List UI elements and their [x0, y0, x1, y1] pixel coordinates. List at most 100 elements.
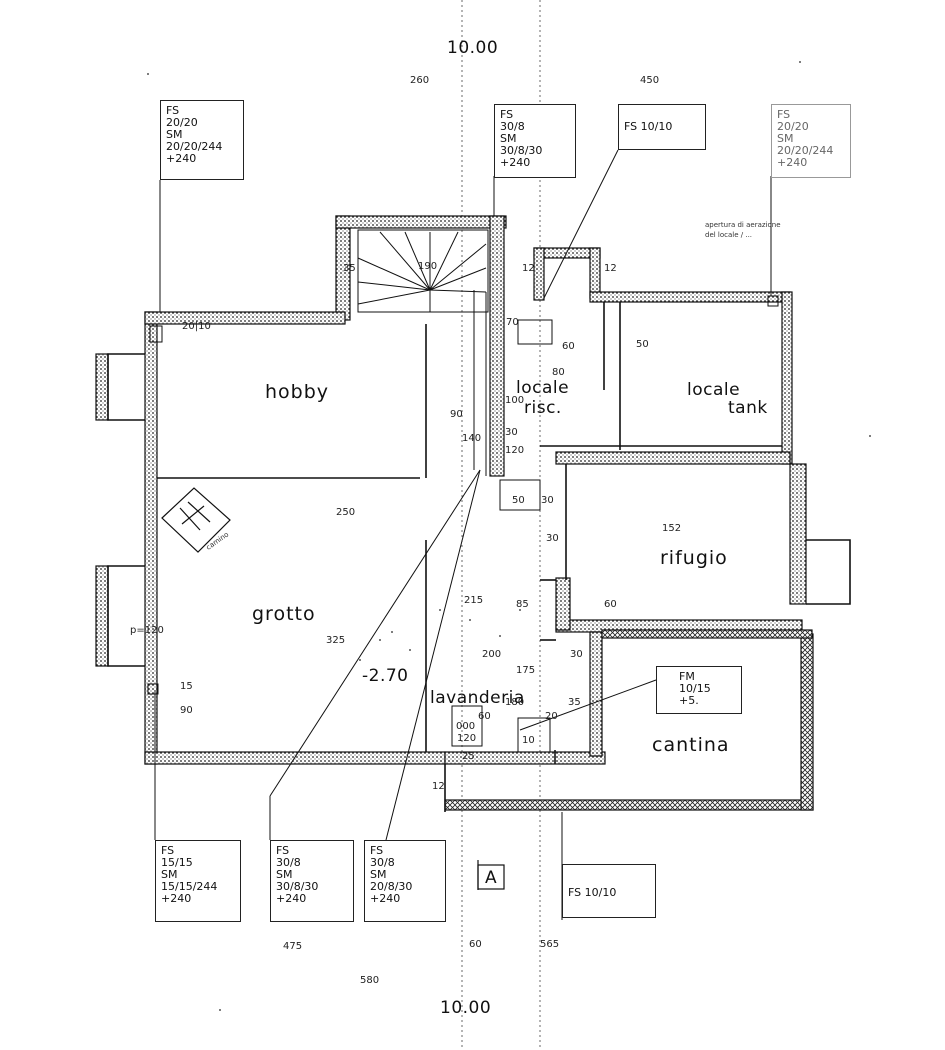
- bottom-dim-2: 60: [469, 939, 482, 950]
- note-line: 30/8/30: [276, 880, 319, 893]
- note-top-right: FS 20/20 SM 20/20/244 +240: [771, 104, 851, 178]
- note-line: FS: [500, 108, 514, 121]
- dim-label: 35: [568, 697, 581, 708]
- room-locale-risc-line2: risc.: [524, 398, 562, 418]
- top-dim-2: 450: [640, 75, 660, 86]
- dim-label: p=120: [130, 625, 164, 636]
- thin-walls: [107, 302, 851, 812]
- dim-label: 250: [336, 507, 356, 518]
- dim-label: 100: [505, 395, 525, 406]
- dim-label: 30: [541, 495, 554, 506]
- dim-label: 175: [516, 665, 536, 676]
- note-line: FS: [370, 844, 384, 857]
- note-bottom-1: FS 15/15 SM 15/15/244 +240: [155, 840, 241, 922]
- note-line: 15/15: [161, 856, 193, 869]
- dim-label: 80: [552, 367, 565, 378]
- note-line: 20/20: [777, 120, 809, 133]
- note-line: FM: [679, 670, 695, 683]
- note-line: FS: [166, 104, 180, 117]
- note-line: +240: [276, 892, 307, 905]
- outer-walls: [95, 215, 807, 765]
- camino-symbol: [161, 487, 231, 553]
- dim-label: 70: [506, 317, 519, 328]
- opening-note-line1: apertura di aerazione: [705, 221, 781, 229]
- dim-label: 90: [180, 705, 193, 716]
- dim-label: 12: [604, 263, 617, 274]
- note-bottom-fs: FS 10/10: [562, 864, 656, 918]
- note-line: SM: [166, 128, 183, 141]
- dim-label: 50: [636, 339, 649, 350]
- dim-label: 85: [516, 599, 529, 610]
- room-grotto: grotto: [252, 603, 316, 625]
- note-top-left: FS 20/20 SM 20/20/244 +240: [160, 100, 244, 180]
- bottom-dim-1: 475: [283, 941, 303, 952]
- note-line: SM: [777, 132, 794, 145]
- staircase: [357, 229, 489, 476]
- dim-label: 120: [457, 733, 477, 744]
- note-line: 30/8: [276, 856, 301, 869]
- section-marker: [477, 860, 505, 890]
- dim-label: 50: [512, 495, 525, 506]
- note-line: 10/15: [679, 682, 711, 695]
- note-line: 30/8/30: [500, 144, 543, 157]
- room-locale-risc-line1: locale: [516, 378, 570, 398]
- overall-dim-top: 10.00: [447, 38, 499, 58]
- note-line: 15/15/244: [161, 880, 218, 893]
- dim-label: 90: [450, 409, 463, 420]
- cantina-walls: [444, 629, 814, 811]
- level-label: -2.70: [362, 666, 409, 686]
- note-line: +240: [370, 892, 401, 905]
- dim-label: 200: [482, 649, 502, 660]
- note-line: FS 10/10: [624, 120, 673, 133]
- dim-label: 30: [505, 427, 518, 438]
- dim-label: 120: [505, 445, 525, 456]
- note-line: FS: [161, 844, 175, 857]
- dim-label: 215: [464, 595, 484, 606]
- room-locale-tank-line2: tank: [728, 398, 768, 418]
- room-lavanderia: lavanderia: [430, 688, 525, 708]
- top-dim-1: 260: [410, 75, 430, 86]
- dim-label: 152: [662, 523, 682, 534]
- note-line: +240: [161, 892, 192, 905]
- note-line: +5.: [679, 694, 699, 707]
- note-line: FS: [777, 108, 791, 121]
- dim-label: 180: [505, 697, 525, 708]
- note-line: SM: [500, 132, 517, 145]
- room-locale-tank-line1: locale: [687, 380, 741, 400]
- note-line: 20/20: [166, 116, 198, 129]
- dim-label: 20|10: [182, 321, 211, 332]
- room-rifugio: rifugio: [660, 547, 728, 569]
- note-bottom-3: FS 30/8 SM 20/8/30 +240: [364, 840, 446, 922]
- note-top-fs: FS 10/10: [618, 104, 706, 150]
- overall-dim-bottom: 10.00: [440, 998, 492, 1018]
- bottom-dim-4: 580: [360, 975, 380, 986]
- dim-label: 12: [522, 263, 535, 274]
- fixtures: [147, 295, 779, 753]
- note-line: FS 10/10: [568, 886, 617, 899]
- room-cantina: cantina: [652, 734, 730, 756]
- note-line: SM: [276, 868, 293, 881]
- note-line: 30/8: [500, 120, 525, 133]
- note-line: +240: [166, 152, 197, 165]
- dim-label: 15: [180, 681, 193, 692]
- note-line: 20/8/30: [370, 880, 413, 893]
- dim-label: 325: [326, 635, 346, 646]
- dim-label: 10: [522, 735, 535, 746]
- dim-label: 60: [604, 599, 617, 610]
- note-line: 20/20/244: [777, 144, 834, 157]
- scan-noise: [147, 61, 871, 1011]
- note-line: SM: [370, 868, 387, 881]
- note-line: FS: [276, 844, 290, 857]
- dim-label: 20: [545, 711, 558, 722]
- note-line: 30/8: [370, 856, 395, 869]
- dim-label: 000: [456, 721, 476, 732]
- note-bottom-2: FS 30/8 SM 30/8/30 +240: [270, 840, 354, 922]
- dim-label: 60: [478, 711, 491, 722]
- section-marker-label: A: [485, 868, 498, 888]
- dim-label: 60: [562, 341, 575, 352]
- note-top-mid: FS 30/8 SM 30/8/30 +240: [494, 104, 576, 178]
- bottom-dim-3: 565: [540, 939, 560, 950]
- opening-note-line2: del locale / ...: [705, 231, 753, 239]
- note-line: SM: [161, 868, 178, 881]
